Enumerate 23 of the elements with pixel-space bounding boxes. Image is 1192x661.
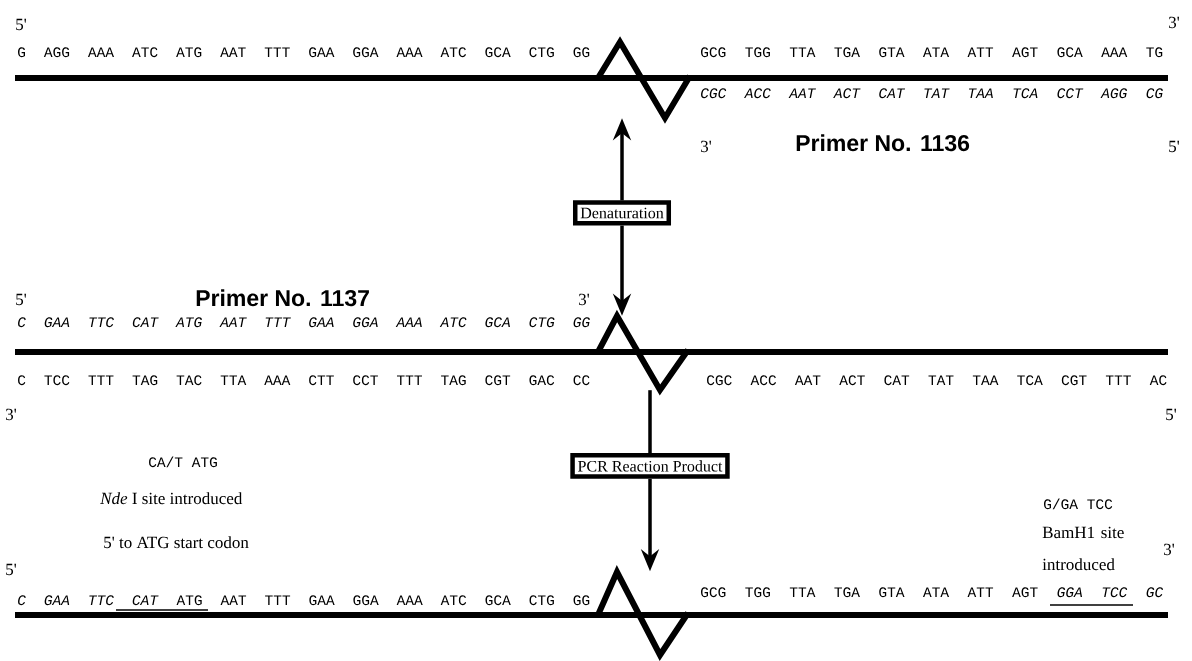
sequence-text: G AGG AAA ATC ATG AAT TTT GAA GGA AAA ATC GCA CTG GG [18, 47, 590, 58]
strand-end-label: 5' [1169, 140, 1180, 153]
sequence-text: CGC ACC AAT ACT CAT TAT TAA TCA CGT TTT AC [707, 375, 1167, 386]
sequence-text: GCG TGG TTA TGA GTA ATA ATT AGT GGA TCC GC [701, 587, 1164, 598]
sequence-text: CGC ACC AAT ACT CAT TAT TAA TCA CCT AGG CG [701, 88, 1163, 99]
dna-strand-drawing [12, 309, 1171, 396]
strand-end-label: 3' [1169, 16, 1180, 29]
sequence-text: C TCC TTT TAG TAC TTA AAA CTT CCT TTT TAG CGT GAC CC [18, 375, 590, 386]
strand-end-label: 5' [1166, 408, 1177, 421]
dna-strand-drawing [12, 36, 1171, 124]
annotation-text: BamH1 site introduced [1042, 526, 1124, 571]
sequence-text: GCG TGG TTA TGA GTA ATA ATT AGT GCA AAA TG [701, 47, 1163, 58]
site-sequence: CA/T ATG [149, 456, 217, 468]
sequence-text: C GAA TTC CAT ATG AAT TTT GAA GGA AAA ATC GCA CTG GG [18, 317, 590, 328]
strand-end-label: 3' [1164, 543, 1175, 556]
site-sequence: G/GA TCC [1044, 498, 1113, 510]
strand-end-label: 3' [6, 408, 17, 421]
strand-end-label: 5' [6, 563, 17, 576]
strand-end-label: 3' [701, 140, 712, 153]
step-box: Denaturation [573, 200, 671, 226]
sequence-text: C GAA TTC CAT ATG AAT TTT GAA GGA AAA ATC GCA CTG GG [18, 595, 590, 606]
step-box: PCR Reaction Product [570, 453, 730, 479]
annotation-text: Nde I site introduced [100, 492, 243, 505]
